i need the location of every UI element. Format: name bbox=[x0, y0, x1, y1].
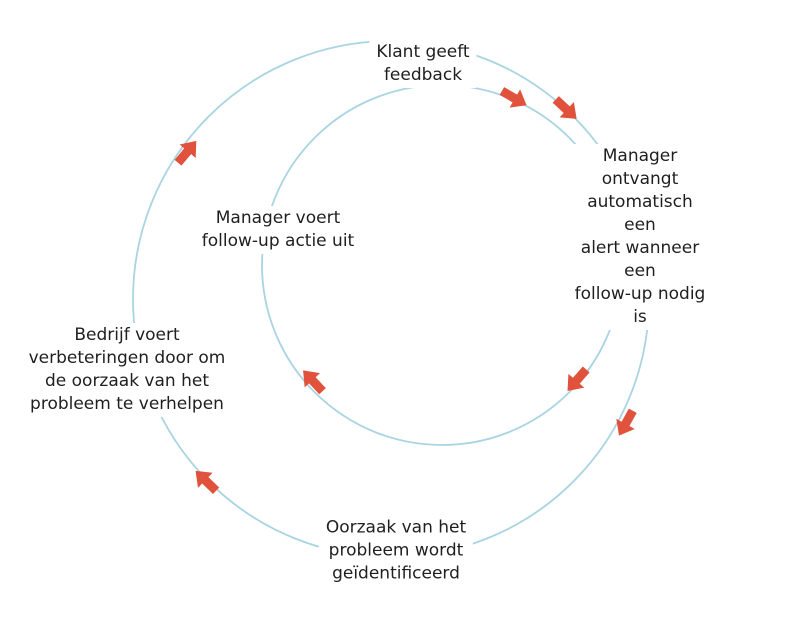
step-label-manager-voert-followup: Manager voert follow-up actie uit bbox=[194, 206, 362, 254]
step-label-oorzaak-geidentificeerd: Oorzaak van het probleem wordt geïdentif… bbox=[318, 515, 474, 587]
step-label-manager-ontvangt-alert: Manager ontvangt automatisch een alert w… bbox=[567, 144, 713, 330]
flow-arrows-group bbox=[174, 87, 637, 494]
step-label-klant-geeft-feedback: Klant geeft feedback bbox=[369, 40, 477, 88]
step-label-bedrijf-voert-verbeteringen: Bedrijf voert verbeteringen door om de o… bbox=[21, 323, 233, 417]
flow-arrow-inner-right-icon bbox=[567, 366, 590, 391]
flow-arrow-outer-top-left-icon bbox=[174, 140, 197, 166]
flow-arrow-outer-right-icon bbox=[616, 408, 637, 436]
flow-arrow-inner-left-icon bbox=[303, 370, 326, 395]
flow-arrow-outer-bottom-left-icon bbox=[195, 470, 220, 494]
flow-arrow-outer-top-right-icon bbox=[552, 96, 577, 119]
flow-arrow-inner-top-right-icon bbox=[499, 87, 527, 108]
